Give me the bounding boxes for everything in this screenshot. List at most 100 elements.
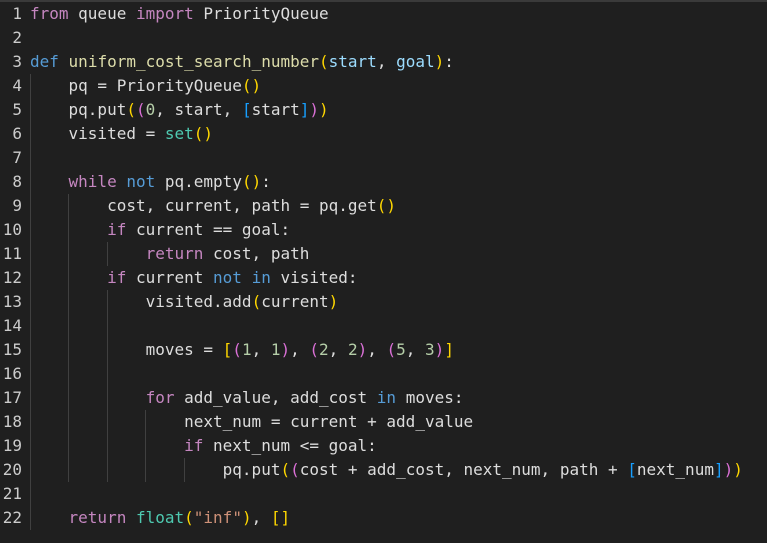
indent-guide bbox=[30, 122, 31, 146]
code-line[interactable]: 11 return cost, path bbox=[0, 242, 767, 266]
code-line[interactable]: 15 moves = [(1, 1), (2, 2), (5, 3)] bbox=[0, 338, 767, 362]
line-number: 16 bbox=[2, 364, 22, 383]
code-line[interactable]: 7 bbox=[0, 146, 767, 170]
code-token: , bbox=[367, 340, 387, 359]
code-token: goal bbox=[396, 52, 435, 71]
code-token: ( bbox=[309, 340, 320, 359]
code-text: for add_value, add_cost in moves: bbox=[30, 388, 464, 407]
line-number: 9 bbox=[12, 196, 22, 215]
indent-guide bbox=[68, 458, 70, 482]
code-line[interactable]: 2 bbox=[0, 26, 767, 50]
code-line[interactable]: 9 cost, current, path = pq.get() bbox=[0, 194, 767, 218]
code-token: : bbox=[261, 172, 271, 191]
code-token: import bbox=[135, 4, 194, 23]
code-token: 5 bbox=[396, 340, 406, 359]
indent-guide bbox=[68, 386, 70, 410]
code-token bbox=[59, 52, 69, 71]
code-line[interactable]: 16 bbox=[0, 362, 767, 386]
line-number: 15 bbox=[2, 340, 22, 359]
indent-guide bbox=[106, 242, 108, 266]
code-token: visited = bbox=[30, 124, 165, 143]
code-token bbox=[30, 388, 146, 407]
indent-guide bbox=[145, 410, 147, 434]
code-token: ) bbox=[328, 292, 339, 311]
code-line[interactable]: 18 next_num = current + add_value bbox=[0, 410, 767, 434]
code-text: cost, current, path = pq.get() bbox=[30, 196, 396, 215]
indent-guide bbox=[30, 362, 31, 386]
line-number: 20 bbox=[2, 460, 22, 479]
code-line[interactable]: 19 if next_num <= goal: bbox=[0, 434, 767, 458]
code-token: for bbox=[145, 388, 175, 407]
indent-guide bbox=[30, 98, 31, 122]
code-token: 2 bbox=[347, 340, 358, 359]
indent-guide bbox=[68, 410, 70, 434]
code-token: ) bbox=[309, 100, 320, 119]
code-token: current bbox=[261, 292, 329, 311]
code-text: moves = [(1, 1), (2, 2), (5, 3)] bbox=[30, 340, 454, 359]
line-number: 6 bbox=[12, 124, 22, 143]
code-token: visited: bbox=[270, 268, 358, 287]
code-token: moves: bbox=[396, 388, 464, 407]
indent-guide bbox=[68, 434, 70, 458]
line-number: 5 bbox=[12, 100, 22, 119]
code-token: [ bbox=[222, 340, 233, 359]
indent-guide bbox=[106, 386, 108, 410]
code-line[interactable]: 4 pq = PriorityQueue() bbox=[0, 74, 767, 98]
code-line[interactable]: 5 pq.put((0, start, [start])) bbox=[0, 98, 767, 122]
code-line[interactable]: 6 visited = set() bbox=[0, 122, 767, 146]
indent-guide bbox=[68, 218, 70, 242]
line-number: 1 bbox=[12, 4, 22, 23]
code-token: while bbox=[68, 172, 117, 191]
code-token: () bbox=[241, 172, 262, 191]
code-token: ] bbox=[713, 460, 724, 479]
code-token: ( bbox=[126, 100, 136, 119]
indent-guide bbox=[30, 482, 31, 506]
indent-guide bbox=[30, 434, 31, 458]
code-token: PriorityQueue bbox=[193, 4, 329, 23]
code-token: ( bbox=[135, 100, 146, 119]
code-token: ( bbox=[319, 52, 329, 71]
code-text: visited = set() bbox=[30, 124, 214, 143]
indent-guide bbox=[68, 242, 70, 266]
indent-guide bbox=[30, 218, 31, 242]
indent-guide bbox=[30, 338, 31, 362]
code-line[interactable]: 17 for add_value, add_cost in moves: bbox=[0, 386, 767, 410]
indent-guide bbox=[30, 290, 31, 314]
code-line[interactable]: 8 while not pq.empty(): bbox=[0, 170, 767, 194]
code-text: def uniform_cost_search_number(start, go… bbox=[30, 52, 454, 71]
code-token: , bbox=[405, 340, 426, 359]
code-token: ) bbox=[319, 100, 329, 119]
code-line[interactable]: 13 visited.add(current) bbox=[0, 290, 767, 314]
code-token bbox=[242, 268, 252, 287]
code-token: cost, path bbox=[203, 244, 310, 263]
code-token: next_num <= goal: bbox=[203, 436, 377, 455]
code-token: cost + add_cost, next_num, path + bbox=[299, 460, 628, 479]
code-text: visited.add(current) bbox=[30, 292, 339, 311]
code-line[interactable]: 22 return float("inf"), [] bbox=[0, 506, 767, 530]
code-line[interactable]: 12 if current not in visited: bbox=[0, 266, 767, 290]
code-text: return float("inf"), [] bbox=[30, 508, 291, 527]
code-token: ] bbox=[444, 340, 454, 359]
code-line[interactable]: 20 pq.put((cost + add_cost, next_num, pa… bbox=[0, 458, 767, 482]
code-line[interactable]: 10 if current == goal: bbox=[0, 218, 767, 242]
code-token: : bbox=[444, 52, 454, 71]
indent-guide bbox=[68, 194, 70, 218]
code-text: if next_num <= goal: bbox=[30, 436, 377, 455]
code-token: () bbox=[193, 124, 214, 143]
code-token: ( bbox=[280, 460, 291, 479]
indent-guide bbox=[106, 410, 108, 434]
code-text: while not pq.empty(): bbox=[30, 172, 271, 191]
code-token: 1 bbox=[241, 340, 252, 359]
indent-guide bbox=[68, 290, 70, 314]
indent-guide bbox=[68, 314, 70, 338]
code-line[interactable]: 21 bbox=[0, 482, 767, 506]
code-token: start bbox=[251, 100, 300, 119]
code-token: pq.put bbox=[30, 100, 127, 119]
line-number: 4 bbox=[12, 76, 22, 95]
code-line[interactable]: 14 bbox=[0, 314, 767, 338]
indent-guide bbox=[30, 266, 31, 290]
line-number: 18 bbox=[2, 412, 22, 431]
